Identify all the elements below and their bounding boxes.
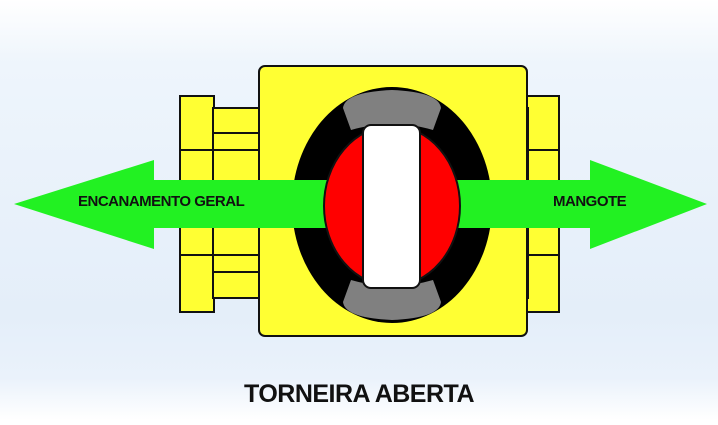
arrow-right-label: MANGOTE [553, 193, 627, 210]
seat-bottom [343, 280, 441, 320]
seat-top [343, 90, 441, 130]
arrow-right [440, 160, 707, 249]
diagram-caption: TORNEIRA ABERTA [244, 380, 475, 408]
arrow-left-label: ENCANAMENTO GERAL [78, 193, 245, 210]
ball-bore [362, 124, 421, 289]
arrow-left [14, 160, 342, 249]
